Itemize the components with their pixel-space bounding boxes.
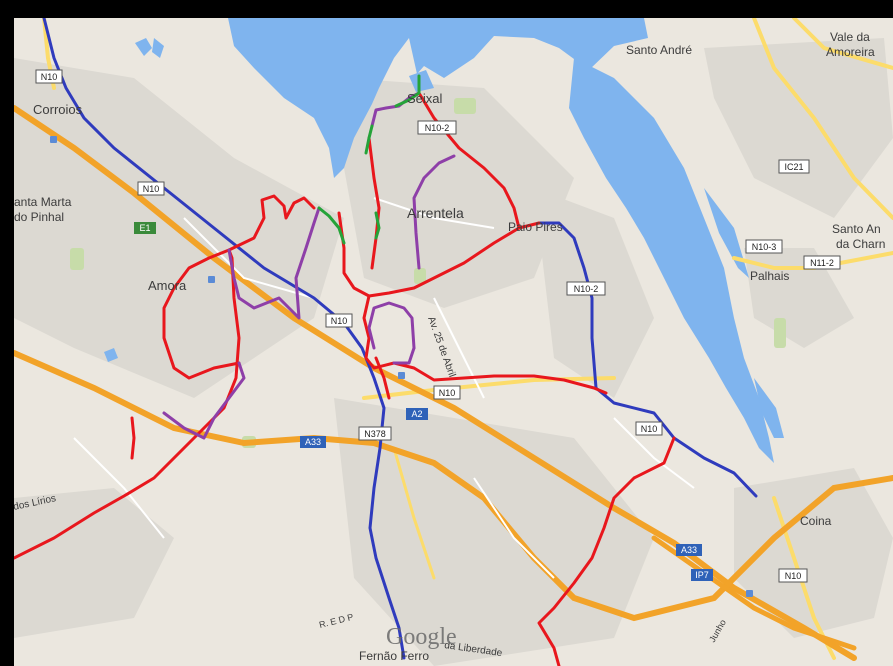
e1-a2-motorway bbox=[14, 105, 857, 661]
place-label-fernao-ferro: Fernão Ferro bbox=[359, 649, 429, 663]
shield-n10-mid: N10 bbox=[137, 181, 165, 196]
place-label-corroios: Corroios bbox=[33, 102, 83, 117]
shield-n10-center: N10 bbox=[325, 313, 353, 328]
shield-n10-3: N10-3 bbox=[745, 239, 783, 254]
svg-text:IP7: IP7 bbox=[695, 570, 709, 580]
place-label-amora: Amora bbox=[148, 278, 187, 293]
shield-a2: A2 bbox=[406, 408, 428, 420]
train-station-icon bbox=[50, 136, 57, 143]
place-label-paio-pires: Paio Pires bbox=[508, 220, 563, 234]
map-canvas[interactable]: Seixal Arrentela Paio Pires Amora Corroi… bbox=[14, 18, 893, 666]
svg-text:A2: A2 bbox=[411, 409, 422, 419]
red-route bbox=[14, 91, 676, 666]
minor-roads bbox=[73, 197, 695, 579]
train-station-icon bbox=[746, 590, 753, 597]
train-station-icon bbox=[398, 372, 405, 379]
svg-text:N10: N10 bbox=[41, 72, 58, 82]
shield-a33-left: A33 bbox=[300, 436, 326, 448]
place-label-santa-marta-2: do Pinhal bbox=[14, 210, 64, 224]
svg-text:N10: N10 bbox=[439, 388, 456, 398]
shield-n10-corroios: N10 bbox=[35, 69, 63, 84]
svg-text:A33: A33 bbox=[305, 437, 321, 447]
ip7-motorway bbox=[651, 535, 857, 651]
water-bodies bbox=[104, 18, 784, 463]
shield-n378: N378 bbox=[358, 426, 392, 441]
svg-text:N10-2: N10-2 bbox=[425, 123, 450, 133]
road-shields: N10 N10-2 N10 N10 N10-2 N10 N10 N378 bbox=[35, 69, 841, 583]
place-label-palhais: Palhais bbox=[750, 269, 789, 283]
shield-ic21: IC21 bbox=[778, 159, 810, 174]
svg-text:N10: N10 bbox=[785, 571, 802, 581]
svg-text:N10: N10 bbox=[143, 184, 160, 194]
svg-text:N10: N10 bbox=[331, 316, 348, 326]
shield-n11-2: N11-2 bbox=[803, 255, 841, 270]
shield-e1: E1 bbox=[134, 222, 156, 234]
shield-a33-right: A33 bbox=[676, 544, 702, 556]
place-label-seixal: Seixal bbox=[407, 91, 443, 106]
place-label-santa-marta-1: anta Marta bbox=[14, 195, 72, 209]
poi-markers bbox=[50, 136, 753, 597]
svg-text:N10-3: N10-3 bbox=[752, 242, 777, 252]
shield-n10-lower: N10 bbox=[433, 385, 461, 400]
route-tracks bbox=[14, 18, 758, 666]
shield-ip7: IP7 bbox=[691, 569, 713, 581]
google-attribution: Google bbox=[386, 624, 457, 650]
svg-text:A33: A33 bbox=[681, 545, 697, 555]
svg-text:E1: E1 bbox=[139, 223, 150, 233]
green-route bbox=[317, 74, 421, 245]
place-label-vale-1: Vale da bbox=[830, 30, 870, 44]
place-label-arrentela: Arrentela bbox=[407, 205, 464, 221]
svg-text:N11-2: N11-2 bbox=[810, 258, 834, 268]
place-label-santo-an-2: da Charn bbox=[836, 237, 885, 251]
shield-n10-coina: N10 bbox=[778, 568, 808, 583]
place-label-santo-andre: Santo André bbox=[626, 43, 692, 57]
place-label-coina: Coina bbox=[800, 514, 832, 528]
svg-text:IC21: IC21 bbox=[784, 162, 803, 172]
place-label-santo-an-1: Santo An bbox=[832, 222, 881, 236]
shield-n10-2-seixal: N10-2 bbox=[417, 120, 457, 135]
svg-text:N10: N10 bbox=[641, 424, 658, 434]
shield-n10-2-paio: N10-2 bbox=[566, 281, 606, 296]
shield-n10-right: N10 bbox=[635, 421, 663, 436]
place-label-vale-2: Amoreira bbox=[826, 45, 875, 59]
train-station-icon bbox=[208, 276, 215, 283]
svg-text:N10-2: N10-2 bbox=[574, 284, 599, 294]
svg-text:N378: N378 bbox=[364, 429, 386, 439]
